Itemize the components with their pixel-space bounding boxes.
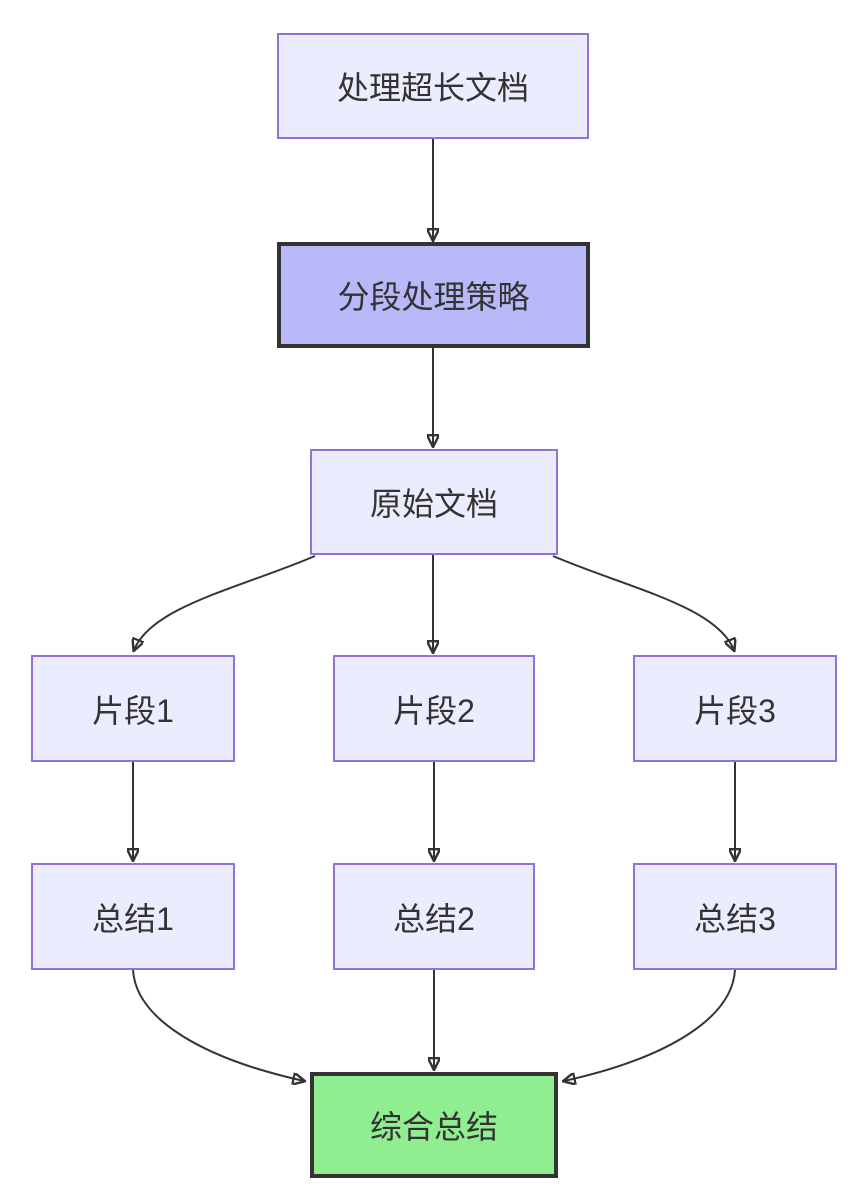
node-fragment-2: 片段2 — [333, 655, 535, 762]
node-fragment-3: 片段3 — [633, 655, 837, 762]
node-fragment-1: 片段1 — [31, 655, 235, 762]
node-summary-2: 总结2 — [333, 863, 535, 970]
node-summary-3: 总结3 — [633, 863, 837, 970]
edge-e1-f — [132, 969, 304, 1081]
node-summary-1: 总结1 — [31, 863, 235, 970]
edge-c-d1 — [134, 555, 316, 650]
edge-e3-f — [564, 969, 736, 1081]
node-segmentation-strategy: 分段处理策略 — [277, 242, 590, 348]
node-process-long-doc: 处理超长文档 — [277, 33, 589, 139]
edge-c-d3 — [552, 555, 734, 650]
node-original-document: 原始文档 — [310, 449, 558, 555]
node-final-summary: 综合总结 — [310, 1072, 558, 1178]
